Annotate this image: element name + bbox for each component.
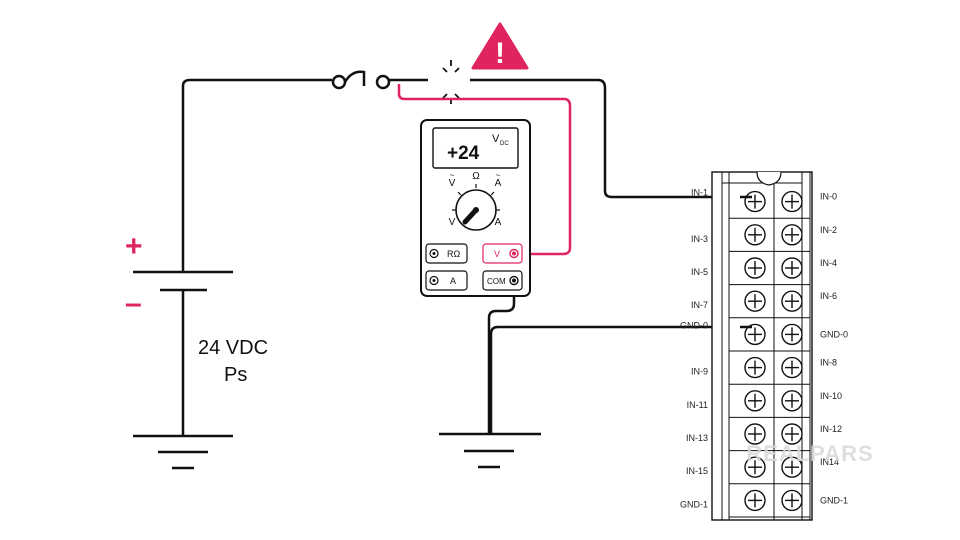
terminal-label-left: IN-9	[691, 367, 708, 377]
dial-label-aac: A	[495, 178, 502, 189]
terminal-screw-right[interactable]	[781, 356, 803, 379]
ground-symbol-meter	[439, 432, 541, 469]
dial-tilde-vac: ~	[450, 171, 455, 180]
terminal-label-left: IN-7	[691, 300, 708, 310]
terminal-screw-right[interactable]	[781, 323, 803, 346]
terminal-label-left: IN-11	[687, 400, 708, 410]
display-unit-sub: DC	[500, 141, 509, 147]
jack-ohm[interactable]: RΩ	[425, 243, 468, 264]
terminal-screw-left[interactable]	[744, 224, 766, 246]
terminal-label-right: IN-4	[820, 258, 837, 268]
terminal-screw-right[interactable]	[781, 456, 803, 478]
terminal-screw-right[interactable]	[781, 390, 803, 412]
terminal-screw-right[interactable]	[781, 190, 803, 213]
terminal-label-right: GND-0	[820, 329, 848, 339]
terminal-screw-left[interactable]	[744, 257, 766, 279]
jack-com[interactable]: COM	[482, 270, 523, 291]
terminal-screw-left[interactable]	[744, 390, 766, 412]
jack-ohm-label: RΩ	[447, 249, 460, 259]
terminal-label-right: IN-2	[820, 225, 837, 235]
terminal-label-right: IN-0	[820, 192, 837, 202]
selector-dial[interactable]	[452, 184, 500, 231]
terminal-label-right: IN14	[820, 457, 839, 467]
terminal-label-left: GND-1	[680, 499, 708, 509]
ps-label: Ps	[224, 364, 247, 386]
gnd-wire	[489, 325, 752, 434]
terminal-screw-right[interactable]	[781, 290, 803, 312]
ground-symbol-ps	[133, 434, 233, 470]
dial-label-vac: V	[449, 178, 456, 189]
warning-icon: !	[471, 22, 529, 70]
terminal-screw-right[interactable]	[781, 423, 803, 445]
multimeter-display	[432, 127, 519, 169]
watermark: REALPARS	[746, 441, 873, 466]
switch	[331, 70, 391, 90]
terminal-screw-left[interactable]	[744, 456, 766, 478]
warning-glyph: !	[495, 37, 505, 70]
terminal-screw-left[interactable]	[744, 290, 766, 312]
terminal-label-left: IN-13	[686, 433, 708, 443]
terminal-label-right: IN-8	[820, 358, 837, 368]
terminal-label-right: IN-6	[820, 291, 837, 301]
terminal-label-right: IN-10	[820, 391, 842, 401]
dial-label-adc: A	[495, 217, 502, 228]
jack-volt[interactable]: V	[482, 243, 523, 264]
terminal-label-left: IN-5	[691, 267, 708, 277]
jack-amp[interactable]: A	[425, 270, 468, 291]
terminal-screw-left[interactable]	[744, 423, 766, 445]
terminal-screw-left[interactable]	[744, 190, 766, 213]
jack-volt-label: V	[494, 249, 500, 259]
wire-break-spark	[442, 60, 460, 104]
terminal-label-left: IN-15	[686, 466, 708, 476]
terminal-screw-left[interactable]	[744, 489, 766, 512]
jack-com-label: COM	[487, 277, 506, 286]
jack-amp-label: A	[450, 276, 456, 286]
plus-sign: +	[125, 230, 143, 263]
voltage-label: 24 VDC	[198, 337, 268, 359]
terminal-screw-right[interactable]	[781, 224, 803, 246]
probe-wire-volt	[397, 84, 572, 256]
display-unit-main: V	[492, 133, 500, 145]
minus-sign: –	[125, 287, 142, 320]
terminal-label-left: IN-1	[691, 188, 708, 198]
probe-wire-com	[487, 281, 516, 434]
terminal-block-notch	[756, 171, 782, 186]
terminal-label-right: GND-1	[820, 495, 848, 505]
display-value: +24	[447, 143, 480, 164]
terminal-label-right: IN-12	[820, 424, 842, 434]
terminal-label-left: IN-3	[691, 234, 708, 244]
terminal-screw-left[interactable]	[744, 323, 766, 346]
top-wire-right	[470, 78, 752, 199]
dial-tilde-aac: ~	[496, 171, 501, 180]
top-wire-left	[181, 78, 332, 87]
terminal-screw-left[interactable]	[744, 356, 766, 379]
dial-label-vdc: V	[449, 217, 456, 228]
terminal-screw-right[interactable]	[781, 257, 803, 279]
terminal-label-left: GND-0	[680, 320, 708, 330]
power-supply: + – 24 VDC Ps	[125, 86, 268, 436]
multimeter: +24 V DC Ω V ~ A ~ V A RΩ	[420, 119, 531, 297]
dial-label-ohm: Ω	[472, 171, 480, 182]
terminal-screw-right[interactable]	[781, 489, 803, 512]
